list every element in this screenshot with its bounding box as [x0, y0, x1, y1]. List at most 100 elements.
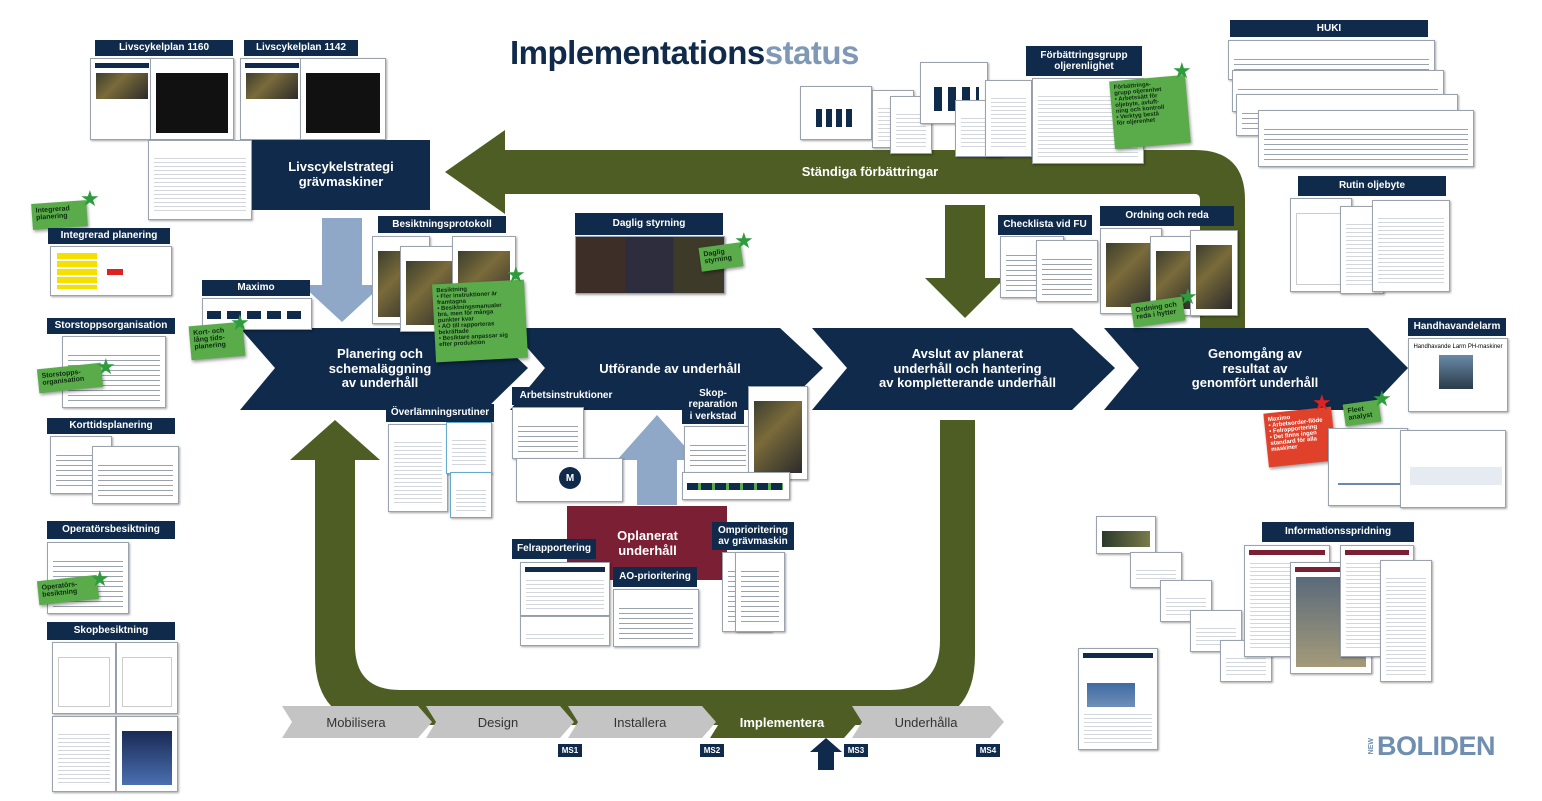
- star-icon: ★: [80, 186, 100, 211]
- doc-overlamning-1: [388, 424, 448, 512]
- doc-livscykelplan-1160: [90, 58, 154, 140]
- phase-chevron-1: [282, 706, 432, 738]
- star-icon: ★: [96, 354, 116, 379]
- phase-chevron-3: [568, 706, 716, 738]
- doc-skopreparation-2: [748, 386, 808, 480]
- phase-underhalla: Underhålla: [894, 714, 958, 730]
- chevron-4: [1104, 328, 1408, 410]
- top-loop-arrow: [445, 130, 1245, 330]
- phase-installera: Installera: [613, 714, 667, 730]
- down-arrow-strategi: [302, 218, 382, 322]
- doc-livscykelplan-1142-table: [300, 58, 386, 140]
- doc-info-small-1: [1096, 516, 1156, 554]
- label-skopreparation: Skop- reparation i verkstad: [682, 386, 744, 424]
- label-rutin: Rutin oljebyte: [1298, 176, 1446, 196]
- star-icon: ★: [230, 310, 250, 335]
- doc-livscykelplan-1160-table: [150, 58, 234, 140]
- label-livscykelplan-1142: Livscykelplan 1142: [244, 40, 358, 56]
- label-informationsspridning: Informationsspridning: [1262, 522, 1414, 542]
- star-icon: ★: [1172, 58, 1192, 83]
- doc-arbetsinstruktioner-2: M: [516, 458, 623, 502]
- step-genomgang: Genomgång av resultat av genomfört under…: [1191, 345, 1319, 391]
- label-oplanerat: Oplanerat underhåll: [617, 528, 678, 558]
- doc-skop-3: [52, 716, 116, 792]
- step-planering: Planering och schemaläggning av underhål…: [328, 345, 432, 391]
- current-phase-pointer: [810, 738, 842, 770]
- doc-arbetsinstruktioner-1: [512, 407, 584, 459]
- label-maximo: Maximo: [202, 280, 310, 296]
- bottom-loop-label: Kompletterande underhåll: [569, 662, 731, 677]
- milestone-ms2: MS2: [700, 744, 724, 757]
- doc-fleet-chart-1: [1328, 428, 1408, 506]
- chevron-3: [812, 328, 1115, 410]
- doc-fleet-chart-2: [1400, 430, 1506, 508]
- label-besiktning: Besiktningsprotokoll: [378, 216, 506, 233]
- doc-info-big-4: [1380, 560, 1432, 682]
- doc-stack-6: [985, 80, 1032, 157]
- star-icon: ★: [1178, 284, 1198, 309]
- doc-skop-4: [116, 716, 178, 792]
- label-felrapportering: Felrapportering: [512, 539, 596, 559]
- label-ao-prio: AO-prioritering: [613, 567, 697, 587]
- star-icon: ★: [506, 262, 526, 287]
- title-part-main: Implementations: [510, 34, 765, 71]
- label-omprioritering: Omprioritering av grävmaskin: [712, 522, 794, 550]
- doc-overlamning-3: [450, 472, 492, 518]
- doc-felrapportering-1: [520, 562, 610, 616]
- phase-chevron-4: [710, 706, 858, 738]
- boliden-logo: NEW BOLIDEN: [1368, 730, 1496, 762]
- milestone-ms4: MS4: [976, 744, 1000, 757]
- star-icon: ★: [734, 228, 754, 253]
- star-icon: ★: [1312, 390, 1332, 415]
- doc-handhavandelarm: Handhavande Larm PH-maskiner: [1408, 338, 1508, 412]
- logo-name: BOLIDEN: [1377, 730, 1496, 761]
- doc-korttid-2: [92, 446, 179, 504]
- label-handhavandelarm: Handhavandelarm: [1408, 318, 1506, 336]
- doc-integrerad-planering: [50, 246, 172, 296]
- label-daglig: Daglig styrning: [575, 213, 723, 235]
- down-arrow-avslut: [925, 205, 1005, 318]
- phase-chevron-5: [852, 706, 1004, 738]
- milestone-ms3: MS3: [844, 744, 868, 757]
- title-part-accent: status: [764, 34, 860, 71]
- star-icon: ★: [1372, 386, 1392, 411]
- top-loop-label: Ständiga förbättringar: [801, 164, 939, 179]
- doc-livscykelstrategi: [148, 140, 252, 220]
- label-skop: Skopbesiktning: [47, 622, 175, 640]
- star-icon: ★: [90, 566, 110, 591]
- doc-standalone: [1078, 648, 1158, 750]
- label-storstopp: Storstoppsorganisation: [47, 318, 175, 334]
- doc-ao-prio: [613, 589, 699, 647]
- up-arrow-unplanned: [617, 415, 697, 505]
- doc-skopreparation-1: [684, 426, 752, 476]
- label-overlamning: Överlämningsrutiner: [386, 404, 494, 422]
- label-korttid: Korttidsplanering: [47, 418, 175, 434]
- label-ordning: Ordning och reda: [1100, 206, 1234, 226]
- doc-storstopp: [62, 336, 166, 408]
- doc-overlamning-2: [446, 422, 492, 474]
- doc-stack-1: [800, 86, 872, 140]
- phase-mobilisera: Mobilisera: [326, 714, 386, 730]
- label-arbetsinstruktioner: Arbetsinstruktioner: [512, 387, 620, 405]
- doc-felrapportering-2: [520, 616, 610, 646]
- label-integrerad-planering: Integrerad planering: [48, 228, 170, 244]
- label-forbattringsgrupp: Förbättringsgrupp oljerenlighet: [1026, 46, 1142, 76]
- doc-skop-2: [116, 642, 178, 714]
- page-title: Implementationsstatus: [510, 34, 859, 72]
- label-huki: HUKI: [1230, 20, 1428, 37]
- bottom-loop-arrow: [290, 420, 975, 725]
- milestone-ms1: MS1: [558, 744, 582, 757]
- label-livscykelplan-1160: Livscykelplan 1160: [95, 40, 233, 56]
- doc-huki-4: [1258, 110, 1474, 167]
- doc-skopreparation-flow: [682, 472, 790, 500]
- phase-chevron-2: [426, 706, 574, 738]
- step-avslut: Avslut av planerat underhåll och hanteri…: [879, 345, 1056, 391]
- doc-stack-4: [920, 62, 988, 124]
- doc-ordning-3: [1190, 230, 1238, 316]
- doc-checklista-2: [1036, 240, 1098, 302]
- label-operator: Operatörsbesiktning: [47, 521, 175, 539]
- label-checklista: Checklista vid FU: [998, 215, 1092, 235]
- phase-implementera: Implementera: [739, 714, 825, 730]
- logo-prefix: NEW: [1368, 737, 1375, 755]
